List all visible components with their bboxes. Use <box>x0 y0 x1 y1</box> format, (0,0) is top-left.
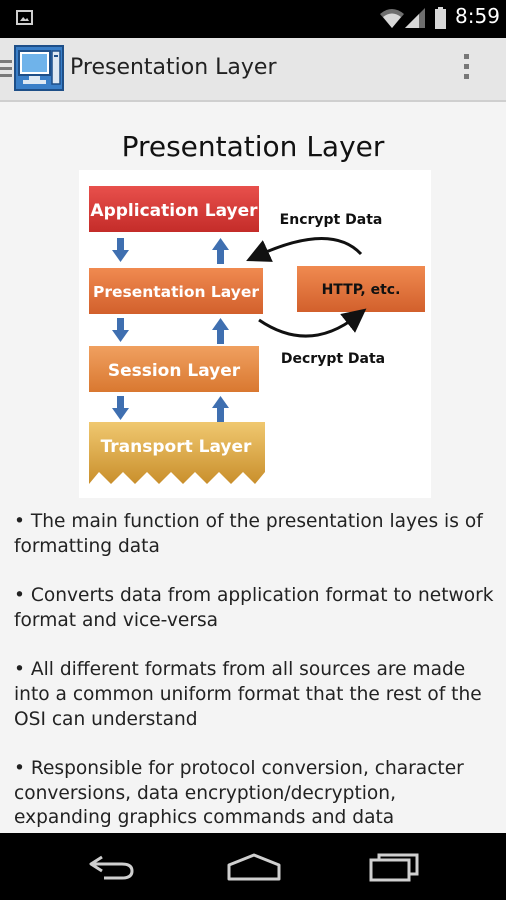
page-heading: Presentation Layer <box>121 130 385 163</box>
presentation-layer-label: Presentation Layer <box>93 283 259 301</box>
http-box-label: HTTP, etc. <box>322 282 401 298</box>
up-arrow-icon <box>212 238 229 264</box>
down-arrow-icon <box>112 318 129 342</box>
application-layer-label: Application Layer <box>90 201 258 221</box>
content-scroll[interactable]: Presentation Layer <box>0 102 506 833</box>
up-arrow-icon <box>212 318 229 344</box>
transport-layer-box <box>89 422 265 484</box>
encrypt-arrow <box>246 237 363 262</box>
battery-icon <box>435 7 446 29</box>
bullet-item: • The main function of the presentation … <box>14 511 483 557</box>
status-bar: 8:59 <box>0 0 506 38</box>
presentation-layer-box <box>89 268 263 314</box>
session-layer-label: Session Layer <box>108 361 241 381</box>
action-bar-title: Presentation Layer <box>70 55 277 80</box>
osi-diagram: Application Layer Presentation Layer Ses… <box>79 170 431 498</box>
decrypt-arrow <box>258 308 367 338</box>
back-icon[interactable] <box>88 852 136 882</box>
application-layer-box <box>89 186 259 232</box>
bullet-item: • Converts data from application format … <box>14 585 494 631</box>
clock: 8:59 <box>455 4 500 28</box>
description-text: • The main function of the presentation … <box>14 510 496 833</box>
transport-layer-label: Transport Layer <box>101 437 252 457</box>
recents-icon[interactable] <box>368 852 420 882</box>
bullet-item: • Responsible for protocol conversion, c… <box>14 758 464 829</box>
signal-icon <box>405 8 425 28</box>
computer-icon[interactable] <box>14 44 64 92</box>
http-box <box>297 266 425 312</box>
wifi-icon <box>380 9 404 28</box>
encrypt-data-label: Encrypt Data <box>280 212 383 228</box>
down-arrow-icon <box>112 396 129 420</box>
overflow-menu-icon[interactable] <box>458 54 474 86</box>
drawer-icon[interactable] <box>0 60 12 78</box>
action-bar: Presentation Layer <box>0 38 506 102</box>
session-layer-box <box>89 346 259 392</box>
navigation-bar <box>0 833 506 900</box>
bullet-item: • All different formats from all sources… <box>14 659 482 730</box>
gallery-icon <box>16 10 33 25</box>
home-icon[interactable] <box>226 852 282 882</box>
up-arrow-icon <box>212 396 229 422</box>
decrypt-data-label: Decrypt Data <box>281 351 385 367</box>
down-arrow-icon <box>112 238 129 262</box>
